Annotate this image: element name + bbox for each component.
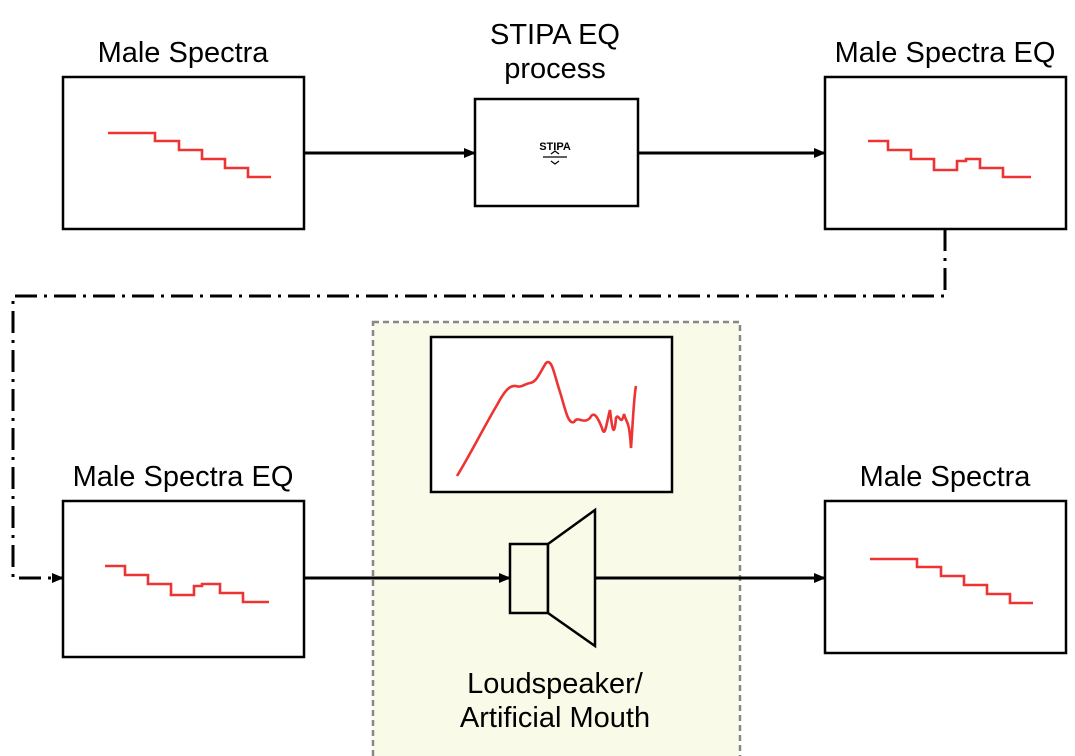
male-spectra-trace (108, 131, 271, 179)
top-output-box (823, 75, 1068, 231)
male-spectra-eq-trace-2 (105, 564, 269, 604)
return-path-connector (11, 229, 947, 583)
male-spectra-eq-trace (868, 139, 1031, 179)
device-label-line1: Loudspeaker/ (467, 668, 644, 700)
stipa-logo-text: STIPA (539, 141, 571, 153)
process-label-line1: STIPA EQ (490, 19, 620, 51)
top-input-label: Male Spectra (98, 37, 270, 69)
male-spectra-trace-2 (870, 557, 1033, 605)
bottom-output-box (823, 499, 1068, 655)
bottom-output-label: Male Spectra (860, 461, 1032, 493)
top-output-label: Male Spectra EQ (835, 37, 1056, 69)
stipa-process-box: STIPA (473, 97, 640, 208)
frequency-response-curve (455, 360, 638, 477)
device-label-line2: Artificial Mouth (460, 702, 650, 734)
process-label-line2: process (504, 53, 606, 85)
frequency-response-icon (429, 335, 674, 494)
top-input-box (61, 75, 306, 231)
bottom-input-box (61, 499, 306, 659)
loudspeaker-icon (508, 507, 597, 649)
stipa-logo-icon: STIPA (539, 141, 571, 165)
bottom-input-label: Male Spectra EQ (73, 461, 294, 493)
